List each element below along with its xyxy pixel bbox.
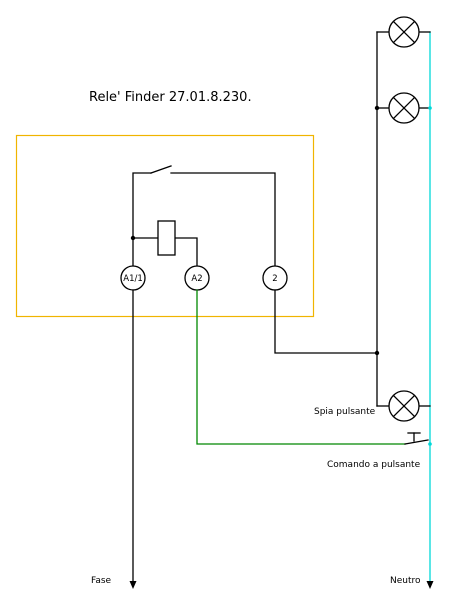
- fase-wire: [129, 289, 137, 589]
- terminal-a1-label: A1/1: [123, 274, 143, 284]
- fase-arrow-icon: [129, 581, 137, 589]
- lamp-supply-wire: [274, 31, 389, 407]
- neutro-wire: [426, 31, 434, 589]
- junction-dot-relay: [130, 235, 136, 241]
- relay-contact-switch: [150, 165, 172, 174]
- junction-dot-bus-bottom: [374, 350, 380, 356]
- junction-dot-bus-top: [374, 105, 380, 111]
- comando-pulsante-label: Comando a pulsante: [327, 460, 421, 470]
- control-wire: [196, 289, 406, 445]
- neutro-arrow-icon: [426, 581, 434, 589]
- lamp-icon: [388, 16, 420, 48]
- lamp-icon: [388, 92, 420, 124]
- terminal-a1: A1/1: [120, 265, 146, 291]
- relay-coil: [157, 220, 176, 256]
- terminal-2-label: 2: [272, 274, 277, 284]
- junction-dot-neutro-1: [428, 106, 432, 110]
- fase-label: Fase: [91, 576, 112, 586]
- pushbutton-icon: [404, 432, 429, 445]
- terminal-2: 2: [262, 265, 288, 291]
- junction-dot-neutro-2: [428, 442, 432, 446]
- lamp-neutral-connectors: [419, 31, 432, 446]
- spia-lamp-icon: [388, 390, 420, 422]
- diagram-title: Rele' Finder 27.01.8.230.: [89, 90, 252, 105]
- spia-pulsante-label: Spia pulsante: [314, 407, 376, 417]
- relay-enclosure: [15, 134, 315, 318]
- neutro-label: Neutro: [390, 576, 421, 586]
- relay-internal-wiring: [130, 165, 276, 267]
- terminal-a2-label: A2: [191, 274, 202, 284]
- terminal-a2: A2: [184, 265, 210, 291]
